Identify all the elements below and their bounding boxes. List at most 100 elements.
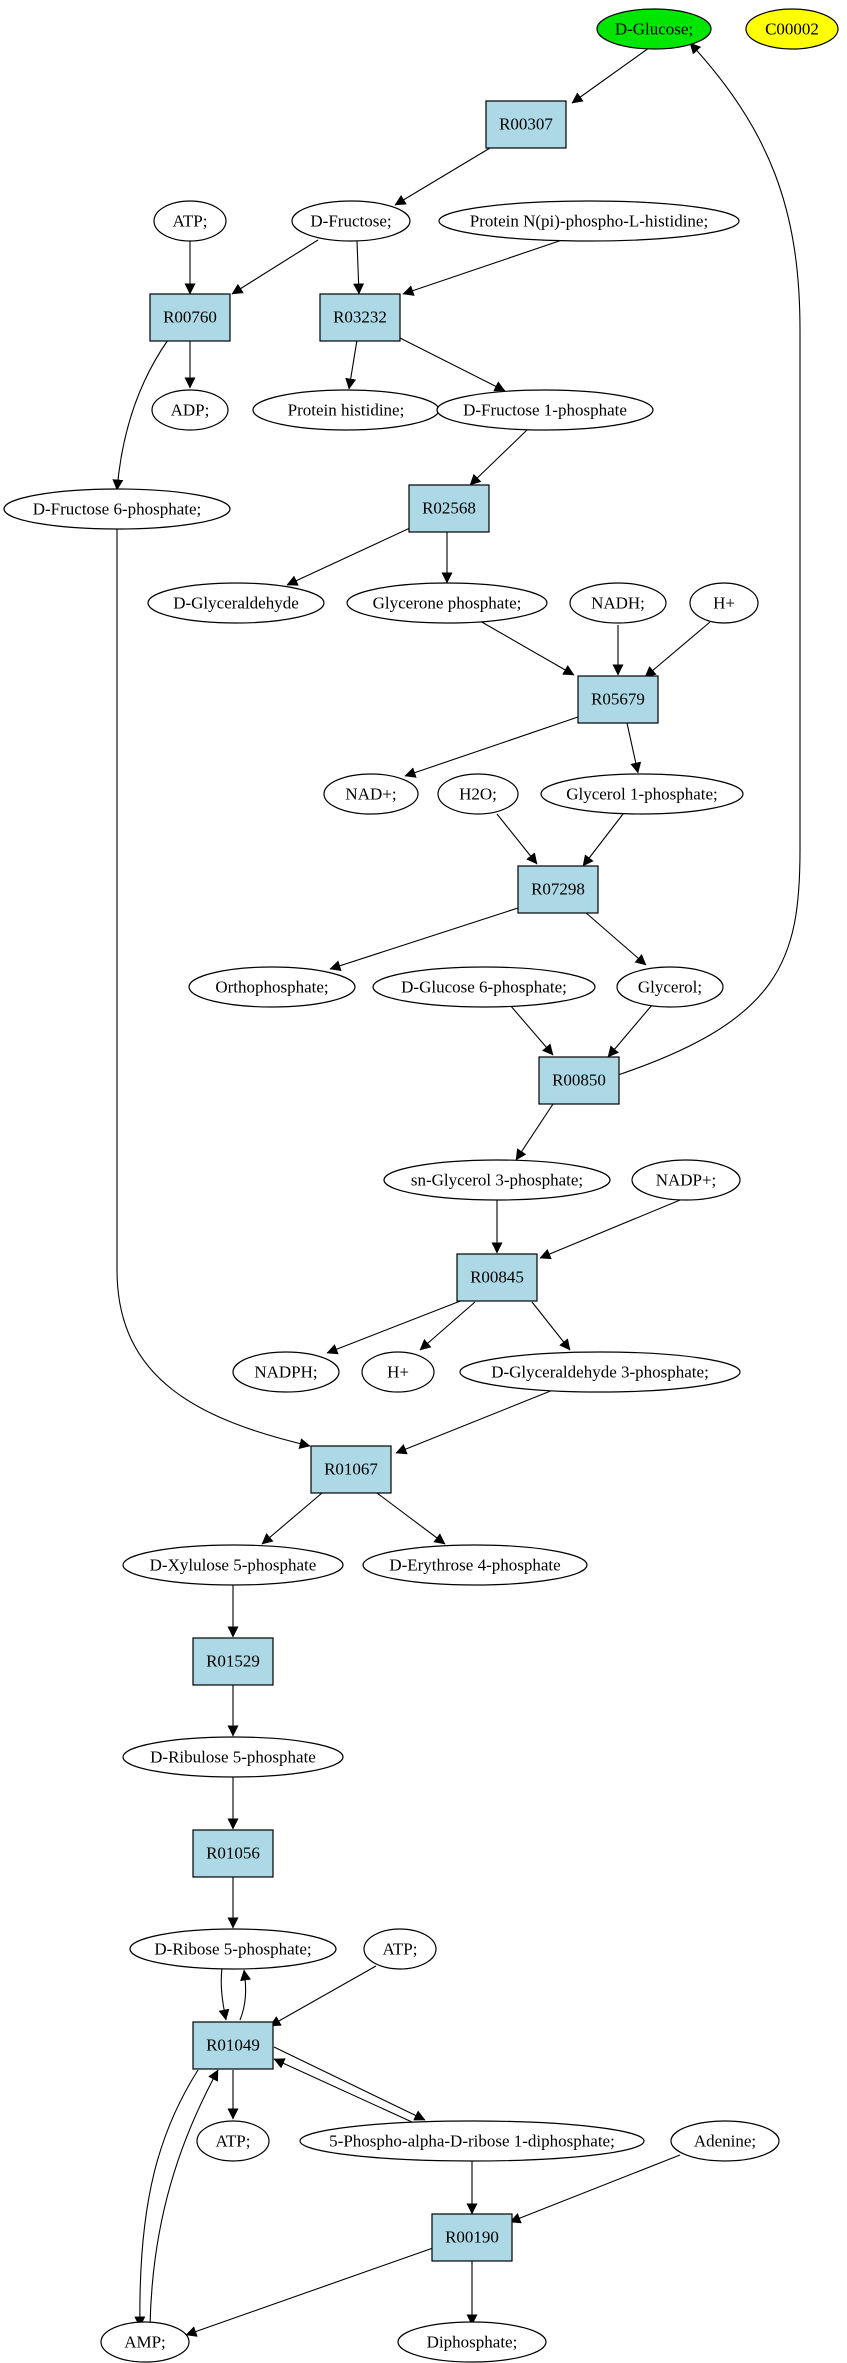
compound-node-glucose[interactable]: D-Glucose;	[596, 8, 712, 50]
compound-node-shape	[383, 1159, 611, 1201]
compound-label: NADPH;	[254, 1363, 317, 1382]
reaction-node-r00760[interactable]: R00760	[149, 293, 231, 342]
compound-node-fructose-1-phosphate[interactable]: D-Fructose 1-phosphate	[436, 389, 654, 431]
compound-label: ATP;	[173, 212, 208, 231]
compound-node-ribose-5-phosphate[interactable]: D-Ribose 5-phosphate;	[129, 1928, 337, 1970]
compound-node-nadh[interactable]: NADH;	[569, 582, 667, 624]
edge	[509, 1004, 554, 1056]
compound-node-h2o[interactable]: H2O;	[437, 773, 519, 815]
compound-node-shape	[122, 1736, 344, 1778]
reaction-label: R00190	[445, 2228, 499, 2247]
reaction-node-r00845[interactable]: R00845	[456, 1253, 538, 1302]
compound-node-glucose-6-phosphate[interactable]: D-Glucose 6-phosphate;	[372, 966, 596, 1008]
compound-node-nadp-plus[interactable]: NADP+;	[631, 1159, 741, 1201]
compound-node-glycerol[interactable]: Glycerol;	[616, 966, 724, 1008]
compound-node-glycerol-1-phosphate[interactable]: Glycerol 1-phosphate;	[540, 773, 744, 815]
edge	[231, 239, 319, 295]
compound-label: H+	[713, 594, 735, 613]
reaction-node-shape	[431, 2213, 513, 2262]
compound-label: D-Glyceraldehyde	[173, 594, 299, 613]
reaction-node-r01056[interactable]: R01056	[192, 1829, 274, 1878]
reaction-node-r01529[interactable]: R01529	[192, 1637, 274, 1686]
compound-node-xylulose-5-phosphate[interactable]: D-Xylulose 5-phosphate	[122, 1544, 344, 1586]
edge	[112, 339, 169, 491]
compound-node-fructose[interactable]: D-Fructose;	[291, 200, 411, 242]
compound-node-glyceraldehyde[interactable]: D-Glyceraldehyde	[147, 582, 325, 624]
edge	[394, 141, 501, 206]
edge	[399, 337, 506, 392]
compound-node-protein-histidine[interactable]: Protein histidine;	[252, 389, 440, 431]
compound-node-atp[interactable]: ATP;	[153, 200, 227, 242]
edge	[539, 1197, 686, 1260]
edge	[286, 527, 411, 586]
compound-node-glyceraldehyde-3-phosphate[interactable]: D-Glyceraldehyde 3-phosphate;	[459, 1351, 741, 1393]
reaction-node-shape	[192, 2021, 274, 2070]
reaction-label: R00307	[499, 115, 553, 134]
edge	[479, 620, 575, 676]
compound-node-sn-glycerol-3-phosphate[interactable]: sn-Glycerol 3-phosphate;	[383, 1159, 611, 1201]
compound-node-shape	[196, 2120, 270, 2162]
compound-label: C00002	[765, 20, 819, 39]
compound-node-shape	[153, 200, 227, 242]
compound-node-diphosphate[interactable]: Diphosphate;	[397, 2321, 547, 2363]
compound-node-shape	[689, 582, 759, 624]
compound-label: Glycerol 1-phosphate;	[566, 785, 718, 804]
compound-node-atp-2[interactable]: ATP;	[363, 1928, 437, 1970]
compound-node-nadph[interactable]: NADPH;	[232, 1351, 340, 1393]
reaction-label: R01049	[206, 2036, 260, 2055]
reaction-label: R02568	[422, 499, 476, 518]
reaction-node-r05679[interactable]: R05679	[577, 675, 659, 724]
reaction-node-shape	[310, 1445, 392, 1494]
edge	[607, 1004, 653, 1058]
edge	[218, 1967, 230, 2021]
compound-label: D-Glucose;	[615, 20, 693, 39]
compound-node-erythrose-4-phosphate[interactable]: D-Erythrose 4-phosphate	[362, 1544, 588, 1586]
compound-node-protein-nphospho-histidine[interactable]: Protein N(pi)-phospho-L-histidine;	[438, 200, 740, 242]
edge	[571, 39, 661, 104]
reaction-node-r00190[interactable]: R00190	[431, 2213, 513, 2262]
reaction-node-shape	[517, 865, 599, 914]
reaction-node-r03232[interactable]: R03232	[319, 293, 401, 342]
compound-node-adenine[interactable]: Adenine;	[670, 2120, 780, 2162]
edge	[269, 1965, 377, 2027]
compound-node-c00002[interactable]: C00002	[745, 8, 839, 50]
reaction-label: R00850	[552, 1071, 606, 1090]
compound-node-shape	[129, 1928, 337, 1970]
compound-node-shape	[363, 1928, 437, 1970]
compound-node-orthophosphate[interactable]: Orthophosphate;	[188, 966, 356, 1008]
compound-node-fructose-6-phosphate[interactable]: D-Fructose 6-phosphate;	[3, 488, 231, 530]
edge	[353, 240, 365, 295]
compound-node-prpp[interactable]: 5-Phospho-alpha-D-ribose 1-diphosphate;	[299, 2120, 645, 2162]
compound-node-shape	[631, 1159, 741, 1201]
compound-node-nad-plus[interactable]: NAD+;	[323, 773, 419, 815]
reaction-node-r00850[interactable]: R00850	[538, 1056, 620, 1105]
compound-node-shape	[372, 966, 596, 1008]
compound-node-ribulose-5-phosphate[interactable]: D-Ribulose 5-phosphate	[122, 1736, 344, 1778]
compound-node-hplus[interactable]: H+	[689, 582, 759, 624]
reaction-node-r02568[interactable]: R02568	[408, 484, 490, 533]
reaction-node-r07298[interactable]: R07298	[517, 865, 599, 914]
compound-node-adp[interactable]: ADP;	[151, 389, 229, 431]
compound-node-shape	[436, 389, 654, 431]
compound-node-atp-3[interactable]: ATP;	[196, 2120, 270, 2162]
compound-node-amp[interactable]: AMP;	[100, 2321, 190, 2363]
compound-node-shape	[438, 200, 740, 242]
compound-label: NAD+;	[345, 785, 396, 804]
compound-node-shape	[346, 582, 548, 624]
compound-label: Protein histidine;	[288, 401, 405, 420]
reaction-node-shape	[319, 293, 401, 342]
compound-label: D-Xylulose 5-phosphate	[150, 1556, 317, 1575]
reaction-node-shape	[408, 484, 490, 533]
compound-node-glycerone-phosphate[interactable]: Glycerone phosphate;	[346, 582, 548, 624]
compound-node-hplus-2[interactable]: H+	[361, 1351, 435, 1393]
compound-node-shape	[670, 2120, 780, 2162]
compound-label: H+	[387, 1363, 409, 1382]
reaction-node-r01049[interactable]: R01049	[192, 2021, 274, 2070]
reaction-node-shape	[192, 1829, 274, 1878]
reaction-node-r00307[interactable]: R00307	[485, 100, 567, 149]
reaction-node-shape	[538, 1056, 620, 1105]
reaction-node-r01067[interactable]: R01067	[310, 1445, 392, 1494]
edge	[116, 528, 311, 1449]
edge	[376, 1492, 446, 1545]
